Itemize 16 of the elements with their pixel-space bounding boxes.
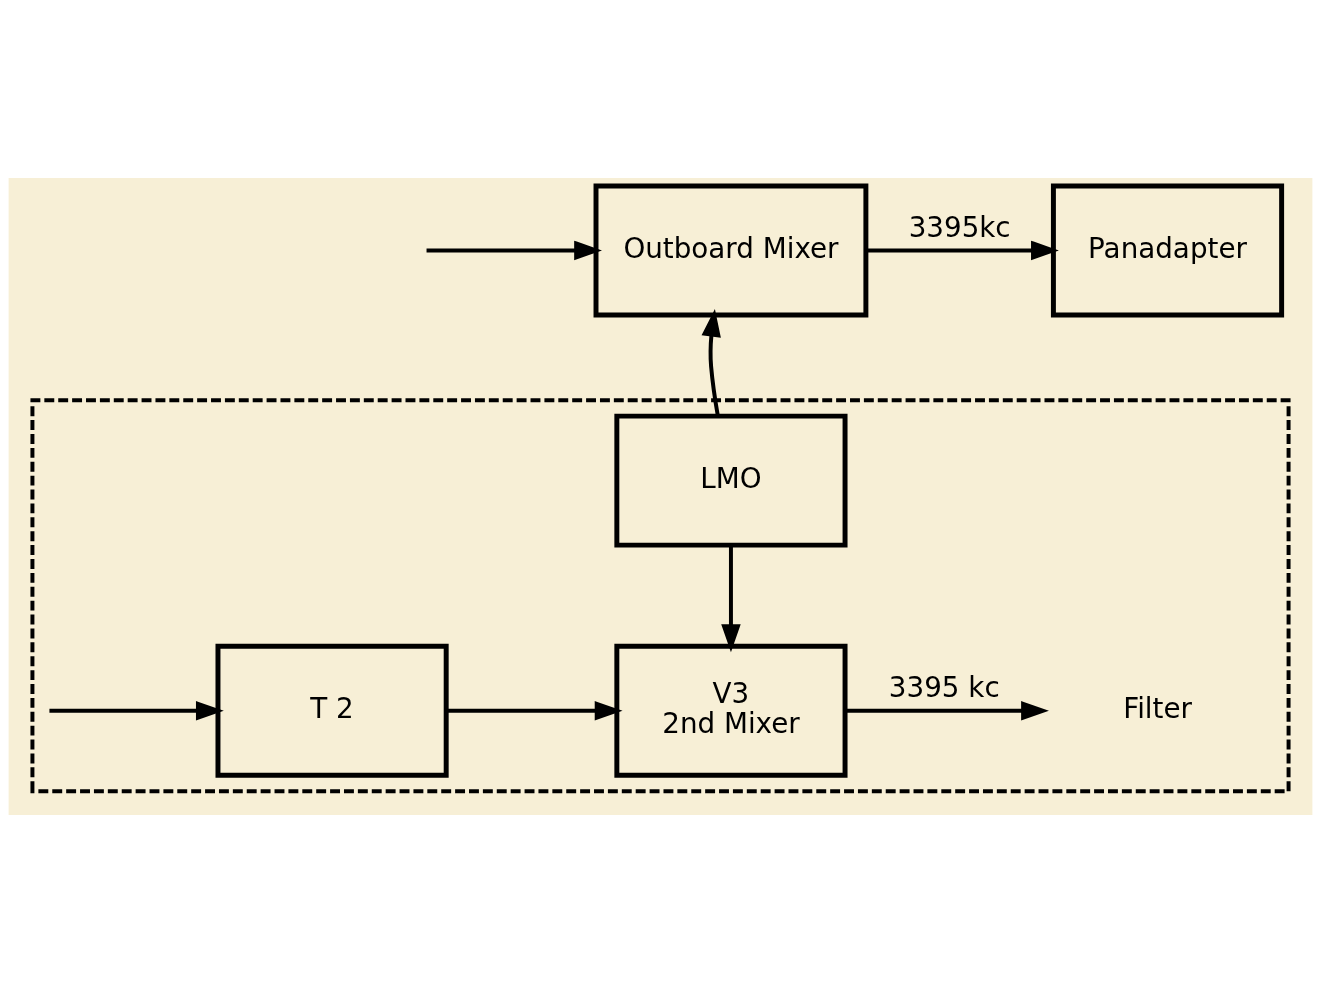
node-box: Outboard Mixer bbox=[593, 183, 869, 318]
arrow bbox=[701, 309, 721, 417]
edge-label: 3395kc bbox=[908, 210, 1011, 244]
cluster bbox=[30, 398, 1291, 794]
arrow bbox=[845, 701, 1049, 721]
node-box: V3 2nd Mixer bbox=[614, 643, 848, 778]
node-box: Panadapter bbox=[1050, 183, 1285, 318]
arrow bbox=[446, 701, 623, 721]
edge-label: 3395 kc bbox=[888, 671, 1000, 705]
arrow bbox=[721, 545, 741, 653]
arrow bbox=[49, 701, 224, 721]
arrow bbox=[866, 240, 1059, 261]
node-box: LMO bbox=[614, 413, 848, 548]
node-text: Filter bbox=[1123, 692, 1192, 726]
arrow bbox=[426, 240, 602, 261]
node-box: T 2 bbox=[215, 643, 449, 778]
